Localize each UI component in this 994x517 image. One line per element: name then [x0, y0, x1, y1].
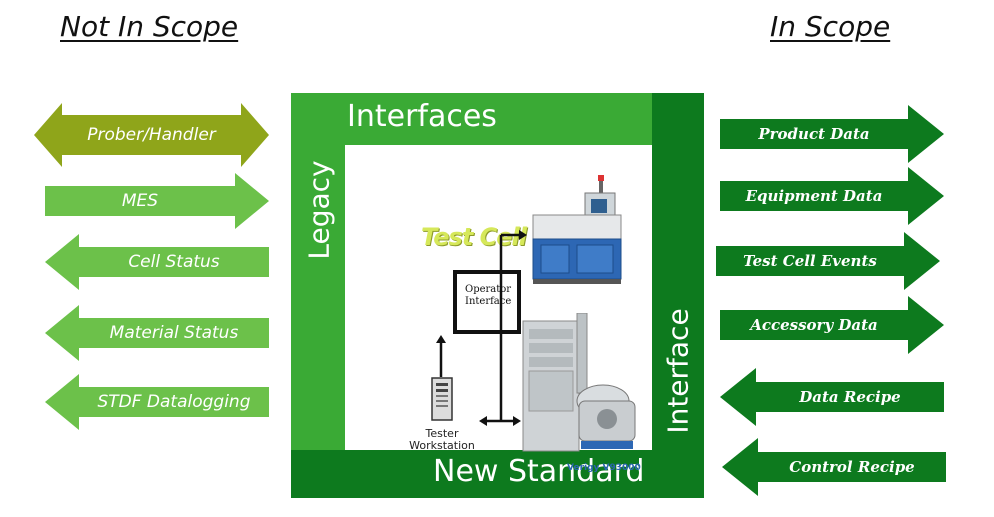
left-arrow-icon — [720, 368, 944, 426]
legacy-text: Legacy — [302, 160, 336, 260]
left-arrow-icon — [45, 305, 269, 361]
interfaces-frame: Interfaces New Standard Legacy Interface… — [291, 93, 704, 498]
arrow-cell-status: Cell Status — [45, 234, 269, 290]
arrow-product-data: Product Data — [720, 105, 944, 163]
arrow-label: Test Cell Events — [743, 252, 877, 270]
frame-label-legacy: Legacy — [299, 145, 339, 275]
test-cell-panel: Test Cell Operator Interface — [345, 145, 652, 473]
arrow-label: Product Data — [758, 125, 870, 143]
arrow-label: STDF Datalogging — [97, 392, 251, 412]
frame-label-interfaces: Interfaces — [347, 99, 497, 134]
arrow-control-recipe: Control Recipe — [722, 438, 946, 496]
arrow-prober-handler: Prober/Handler — [34, 103, 269, 167]
tester-line-2: Workstation — [409, 439, 475, 452]
test-cell-title: Test Cell — [421, 223, 527, 251]
verigy-caption: Verigy V93000 — [567, 463, 641, 473]
tester-workstation-icon — [431, 377, 453, 421]
heading-in-scope: In Scope — [770, 10, 891, 43]
left-arrow-icon — [722, 438, 946, 496]
operator-interface-box: Operator Interface — [453, 270, 521, 334]
left-arrow-icon — [45, 374, 269, 430]
arrow-mes: MES — [45, 173, 269, 229]
arrow-label: MES — [121, 191, 159, 211]
interface-text: Interface — [661, 307, 695, 434]
connector-arrows — [436, 230, 527, 426]
right-arrow-icon — [45, 173, 269, 229]
up-arrow-icon — [436, 335, 446, 377]
tester-line-1: Tester — [425, 427, 459, 440]
arrow-stdf-datalogging: STDF Datalogging — [45, 374, 269, 430]
arrow-label: Data Recipe — [799, 388, 901, 406]
double-arrow-icon — [34, 103, 269, 167]
right-arrow-icon — [720, 167, 944, 225]
interface-band — [652, 93, 704, 498]
arrow-label: Material Status — [109, 323, 239, 343]
operator-line-2: Interface — [465, 296, 512, 307]
arrow-data-recipe: Data Recipe — [720, 368, 944, 426]
right-arrow-icon — [720, 105, 944, 163]
arrow-equipment-data: Equipment Data — [720, 167, 944, 225]
arrow-test-cell-events: Test Cell Events — [716, 232, 940, 290]
prober-machine-icon — [532, 175, 622, 284]
arrow-label: Equipment Data — [745, 187, 883, 205]
frame-label-new-standard: New Standard — [433, 454, 645, 489]
left-arrow-icon — [45, 234, 269, 290]
arrow-label: Cell Status — [128, 252, 220, 272]
arrow-label: Prober/Handler — [87, 125, 216, 145]
tester-workstation-label: Tester Workstation — [407, 428, 477, 452]
arrow-label: Control Recipe — [789, 458, 915, 476]
arrow-accessory-data: Accessory Data — [720, 296, 944, 354]
right-arrow-icon — [720, 296, 944, 354]
operator-line-1: Operator — [465, 284, 512, 295]
frame-label-interface: Interface — [653, 293, 703, 448]
arrow-material-status: Material Status — [45, 305, 269, 361]
tester-machine-icon — [522, 313, 636, 452]
right-arrow-icon — [716, 232, 940, 290]
arrow-label: Accessory Data — [750, 316, 878, 334]
bracket-arrow-icon — [479, 230, 527, 426]
heading-not-in-scope: Not In Scope — [60, 10, 239, 43]
new-standard-band — [291, 450, 704, 498]
